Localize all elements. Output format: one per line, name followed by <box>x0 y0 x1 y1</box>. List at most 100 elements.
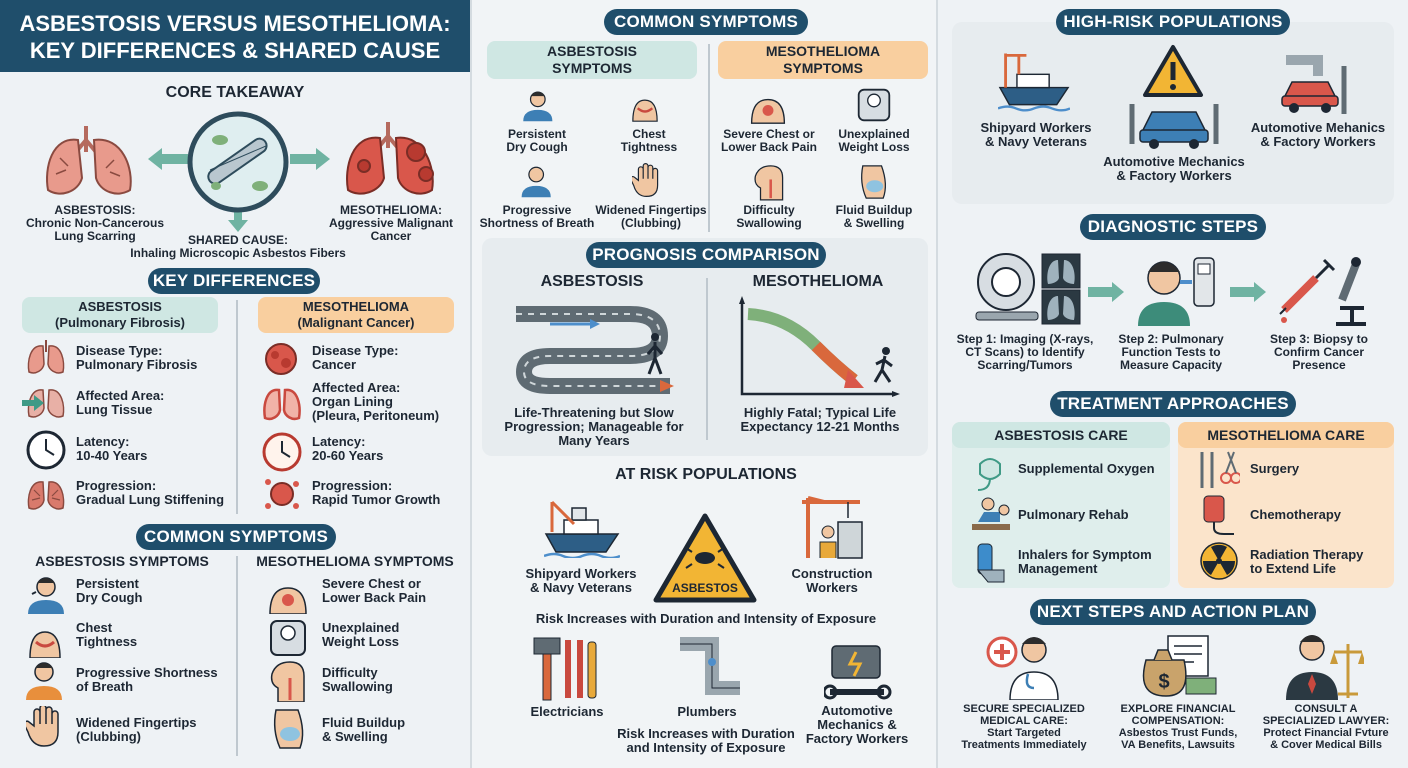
surgery-tools-icon <box>1200 451 1240 488</box>
asbestos-fiber-icon <box>187 111 289 213</box>
prognosis-divider <box>706 278 708 440</box>
hand-clubbing-icon <box>632 163 659 198</box>
ship-icon <box>544 500 620 558</box>
right-column: HIGH-RISK POPULATIONS Shipyard Workers &… <box>938 0 1408 768</box>
at-risk-heading: AT RISK POPULATIONS <box>615 466 797 483</box>
decline-graph-icon <box>739 296 900 397</box>
rehab-icon <box>972 497 1010 530</box>
car-pipe-icon <box>1281 55 1347 114</box>
left-arrow-icon <box>148 148 188 170</box>
high-risk-mechanics-mid: Automotive Mechanics & Factory Workers <box>1103 154 1245 184</box>
abdomen-icon <box>273 709 304 749</box>
mid-symptom-swallowing: Difficulty Swallowing <box>736 203 802 230</box>
short-breath-icon <box>521 166 551 198</box>
mid-symptom-fluid: Fluid Buildup & Swelling <box>835 203 913 230</box>
diagnostic-heading: DIAGNOSTIC STEPS <box>1080 214 1266 240</box>
mesothelioma-care-header: MESOTHELIOMA CARE <box>1178 422 1394 448</box>
arrow-right-icon <box>1088 282 1124 302</box>
engine-wrench-icon <box>824 645 892 700</box>
symptoms-divider <box>236 556 238 756</box>
asbestos-warning-icon <box>653 513 757 603</box>
ct-scanner-icon <box>975 253 1039 321</box>
asb-progression: Progression: Gradual Lung Stiffening <box>76 478 225 508</box>
mid-symptom-chest: Chest Tightness <box>620 127 678 154</box>
title-banner <box>0 0 470 72</box>
scale-icon <box>270 620 306 656</box>
throat-icon <box>270 661 305 702</box>
stiff-lung-icon <box>27 481 65 510</box>
at-risk-construction: Construction Workers <box>791 566 873 596</box>
middle-column: COMMON SYMPTOMS ASBESTOSIS SYMPTOMS MESO… <box>470 0 938 768</box>
symptom-clubbing: Widened Fingertips (Clubbing) <box>76 715 197 745</box>
electrician-tools-icon <box>533 637 597 701</box>
symptom-weight-loss: Unexplained Weight Loss <box>322 620 400 650</box>
asbestosis-lung-icon <box>46 126 132 195</box>
meso-progression: Progression: Rapid Tumor Growth <box>312 478 441 508</box>
inhaler-icon <box>976 543 1005 583</box>
mid-symptom-clubbing: Widened Fingertips (Clubbing) <box>595 203 707 230</box>
mid-symptom-breath: Progressive Shortness of Breath <box>479 203 595 230</box>
running-person-icon <box>873 347 893 383</box>
prognosis-asbestosis-text: Life-Threatening but Slow Progression; M… <box>504 405 684 449</box>
oxygen-mask-icon <box>977 458 1001 491</box>
prognosis-heading: PROGNOSIS COMPARISON <box>586 242 826 268</box>
ship-icon <box>998 53 1070 112</box>
symptom-chest-tightness: Chest Tightness <box>76 620 138 650</box>
next-step-lawyer: CONSULT A SPECIALIZED LAWYER: Protect Fi… <box>1262 703 1390 751</box>
mid-symptom-chest-pain: Severe Chest or Lower Back Pain <box>720 127 818 154</box>
symptom-fluid-buildup: Fluid Buildup & Swelling <box>322 715 406 745</box>
chest-tightness-icon <box>29 631 61 658</box>
prognosis-mesothelioma-text: Highly Fatal; Typical Life Expectancy 12… <box>740 405 900 435</box>
mid-symptom-weight: Unexplained Weight Loss <box>838 127 910 154</box>
scale-icon <box>857 88 891 122</box>
symptom-short-breath: Progressive Shortness of Breath <box>76 665 218 695</box>
asb-disease-type: Disease Type: Pulmonary Fibrosis <box>76 343 198 373</box>
abdomen-icon <box>861 165 886 199</box>
at-risk-note-2: Risk Increases with Duration and Intensi… <box>617 726 795 756</box>
meso-disease-type: Disease Type: Cancer <box>312 343 399 373</box>
prognosis-asbestosis-title: ASBESTOSIS <box>540 273 644 290</box>
asbestosis-diff-header: ASBESTOSIS (Pulmonary Fibrosis) <box>22 297 218 333</box>
mid-symptom-cough: Persistent Dry Cough <box>506 127 568 154</box>
arrow-right-icon <box>1230 282 1266 302</box>
treatment-rehab: Pulmonary Rehab <box>1018 507 1129 522</box>
high-risk-mechanics-right: Automotive Mehanics & Factory Workers <box>1250 120 1386 150</box>
walking-person-icon <box>646 333 664 375</box>
lung-icon <box>27 340 65 374</box>
prognosis-panel <box>482 238 928 456</box>
next-step-compensation: EXPLORE FINANCIAL COMPENSATION: Asbestos… <box>1118 703 1238 751</box>
chemo-bag-icon <box>1203 495 1234 535</box>
diff-divider <box>236 300 238 514</box>
pleura-lung-icon <box>263 388 301 421</box>
at-risk-plumbers: Plumbers <box>677 704 737 719</box>
cough-person-icon <box>523 91 553 122</box>
core-takeaway-heading: CORE TAKEAWAY <box>165 84 305 101</box>
mesothelioma-diff-header: MESOTHELIOMA (Malignant Cancer) <box>258 297 454 333</box>
short-breath-icon <box>26 662 62 700</box>
doctor-icon <box>986 636 1059 700</box>
throat-icon <box>754 165 784 201</box>
treatment-chemo: Chemotherapy <box>1250 507 1342 522</box>
next-step-medical-care: SECURE SPECIALIZED MEDICAL CARE: Start T… <box>961 703 1087 751</box>
pipe-icon <box>680 637 740 695</box>
shared-cause: SHARED CAUSE: Inhaling Microscopic Asbes… <box>130 233 346 260</box>
common-symptoms-heading: COMMON SYMPTOMS <box>136 524 336 550</box>
high-risk-heading: HIGH-RISK POPULATIONS <box>1056 9 1290 35</box>
mesothelioma-symptoms-header: MESOTHELIOMA SYMPTOMS <box>718 41 928 79</box>
asbestosis-symptoms-header: ASBESTOSIS SYMPTOMS <box>487 41 697 79</box>
treatment-surgery: Surgery <box>1250 461 1300 476</box>
down-arrow-icon <box>228 210 248 232</box>
treatment-oxygen: Supplemental Oxygen <box>1018 461 1155 476</box>
right-arrow-icon <box>290 148 330 170</box>
tumor-icon <box>265 343 297 375</box>
left-column: ASBESTOSIS VERSUS MESOTHELIOMA: KEY DIFF… <box>0 0 470 768</box>
symptom-swallowing: Difficulty Swallowing <box>322 665 393 695</box>
common-symptoms-heading: COMMON SYMPTOMS <box>604 9 808 35</box>
mesothelioma-lung-icon <box>346 122 434 195</box>
asb-latency: Latency: 10-40 Years <box>76 434 148 464</box>
chest-pain-icon <box>750 98 786 124</box>
asbestosis-symptoms-title: ASBESTOSIS SYMPTOMS <box>35 553 209 569</box>
lung-arrow-icon <box>22 389 65 418</box>
at-risk-mechanics: Automotive Mechanics & Factory Workers <box>805 703 909 747</box>
asb-affected-area: Affected Area: Lung Tissue <box>76 388 165 418</box>
